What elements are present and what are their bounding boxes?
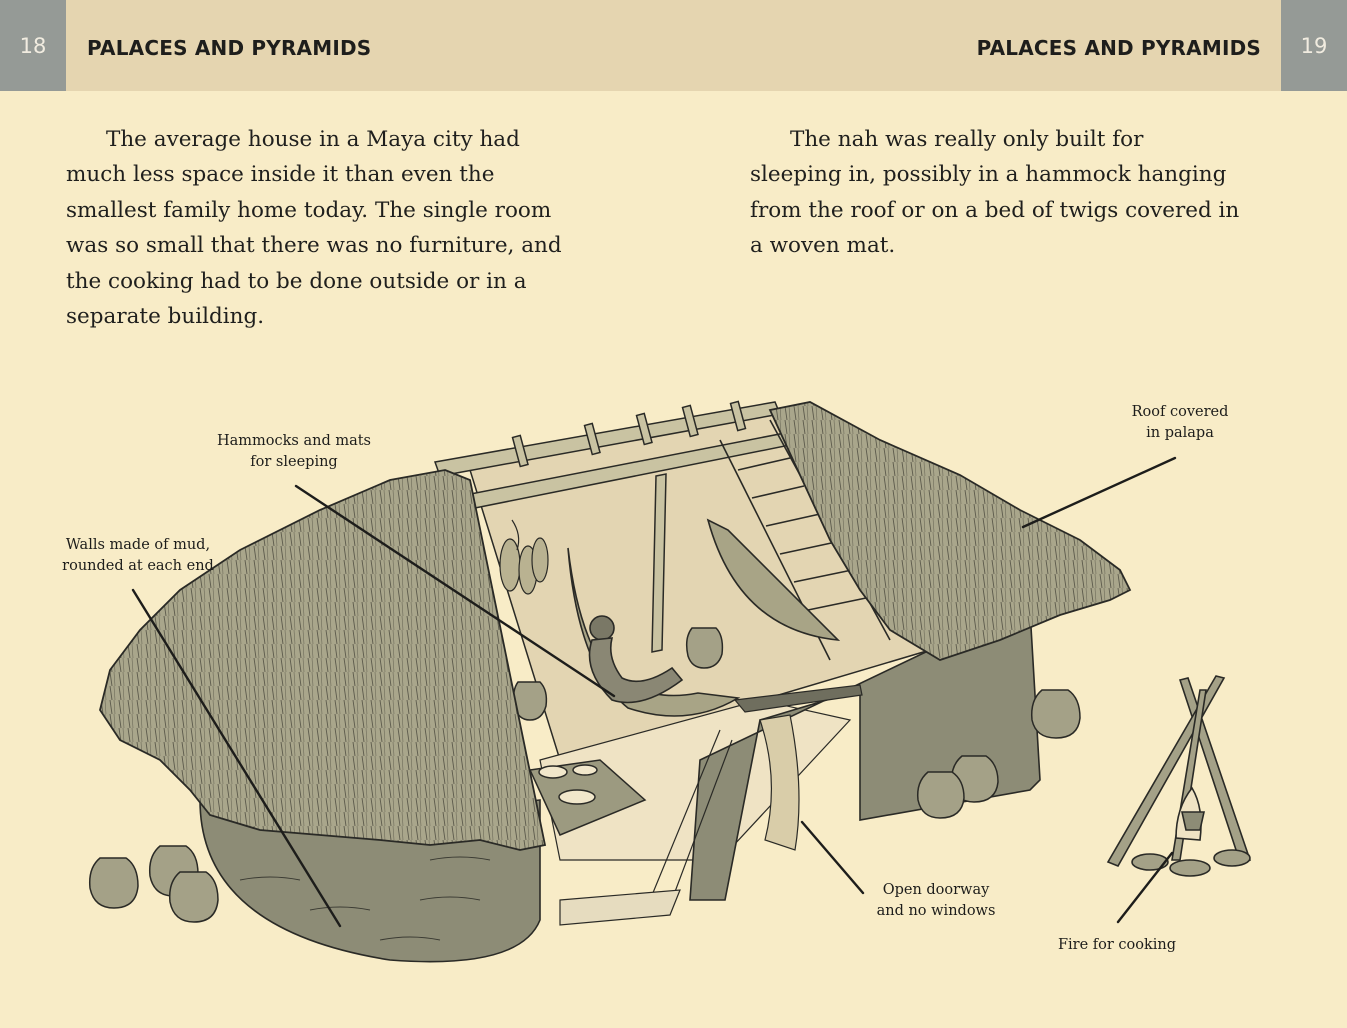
label-line: and no windows bbox=[866, 901, 1006, 922]
label-line: rounded at each end bbox=[50, 556, 226, 577]
label-line: Open doorway bbox=[866, 880, 1006, 901]
label-line: Hammocks and mats bbox=[205, 431, 383, 452]
label-hammocks: Hammocks and mats for sleeping bbox=[205, 431, 383, 473]
label-walls: Walls made of mud, rounded at each end bbox=[50, 535, 226, 577]
label-line: Walls made of mud, bbox=[50, 535, 226, 556]
leader-line-doorway bbox=[802, 822, 863, 893]
label-line: for sleeping bbox=[205, 452, 383, 473]
label-line: Fire for cooking bbox=[1050, 935, 1184, 956]
label-line: in palapa bbox=[1118, 423, 1242, 444]
label-doorway: Open doorway and no windows bbox=[866, 880, 1006, 922]
label-fire: Fire for cooking bbox=[1050, 935, 1184, 956]
outside-pots-left bbox=[90, 846, 218, 922]
fire-tripod bbox=[1108, 676, 1250, 876]
left-thatch-roof bbox=[100, 470, 545, 850]
leader-line-roof bbox=[1023, 458, 1175, 527]
label-line: Roof covered bbox=[1118, 402, 1242, 423]
label-roof: Roof covered in palapa bbox=[1118, 402, 1242, 444]
